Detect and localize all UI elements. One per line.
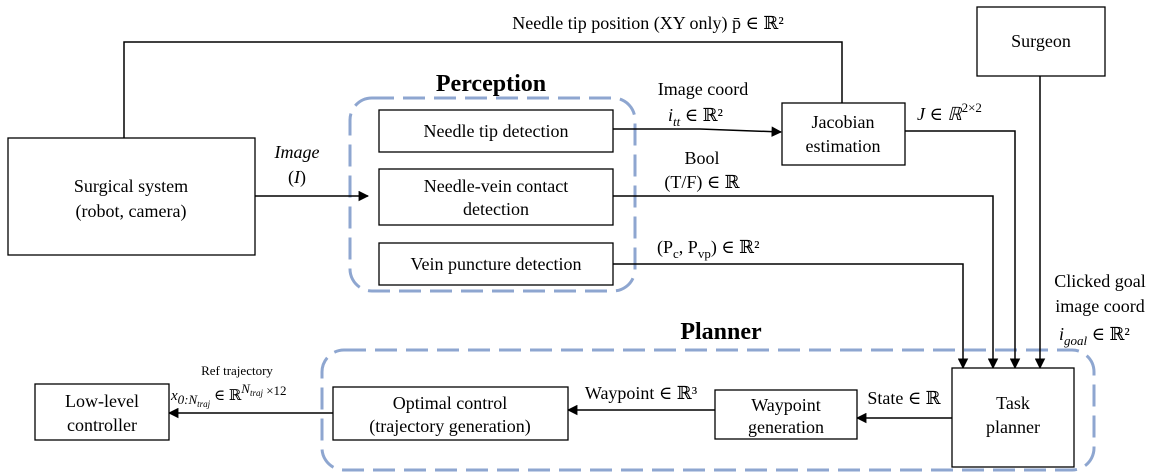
ref-traj-sub: 0:N [178,392,199,407]
perception-title: Perception [436,71,546,97]
jacobian-arrow [905,130,1021,370]
state-label: State ∈ ℝ [867,388,941,408]
planner-title: Planner [680,319,762,345]
clicked-goal-symbol: igoal ∈ ℝ² [1059,324,1130,348]
ref-traj-supsub: traj [250,388,264,398]
needle-tip-detection-label: Needle tip detection [424,121,569,141]
ref-traj-set: ∈ ℝ [210,388,242,404]
surgeon-label: Surgeon [1011,31,1071,51]
puncture-arrow [613,263,969,370]
jacobian-block: Jacobian estimation [781,102,906,166]
waypoint-label: Waypoint ∈ ℝ³ [585,383,698,403]
bool-arrow [613,195,999,370]
image-label: Image [274,142,320,162]
clicked-goal-var: i [1059,324,1064,344]
surgical-system-block: Surgical system (robot, camera) [7,137,256,256]
low-level-sublabel: controller [67,415,137,435]
optimal-control-label: Optimal control [393,393,507,413]
task-planner-sublabel: planner [986,417,1040,437]
contact-detection-label: Needle-vein contact [424,176,568,196]
puncture-detection-label: Vein puncture detection [411,254,582,274]
surgical-system-label: Surgical system [74,176,188,196]
puncture-output-label: (Pc, Pvp) ∈ ℝ² [657,237,760,261]
clicked-goal-label-2: image coord [1055,296,1144,316]
puncture-out-p: (P [657,237,673,258]
ref-trajectory-label: Ref trajectory [201,363,273,378]
bool-set-label: (T/F) ∈ ℝ [664,172,740,193]
bool-label: Bool [684,148,719,168]
needle-tip-position-arrow [123,41,848,138]
clicked-goal-label: Clicked goal [1054,271,1145,291]
jacobian-output-label: J ∈ ℝ2×2 [917,100,982,124]
surgeon-block: Surgeon [976,6,1106,77]
waypoint-generation-sublabel: generation [748,417,824,437]
ref-traj-x: x [170,388,178,404]
ref-trajectory-symbol: x0:Ntraj ∈ ℝNtraj ×12 [170,381,287,409]
optimal-control-block: Optimal control (trajectory generation) [332,386,569,441]
image-coord-label: Image coord [658,79,748,99]
jacobian-label: Jacobian [812,112,875,132]
contact-detection-sublabel: detection [463,199,529,219]
contact-detection-block: Needle-vein contact detection [378,168,614,226]
jacobian-out-sup: 2×2 [962,100,982,115]
puncture-out-c: c [673,246,679,261]
waypoint-generation-block: Waypoint generation [714,389,858,440]
image-coord-arrow [613,126,783,137]
task-planner-block: Task planner [951,367,1075,468]
puncture-out-set: ) ∈ ℝ² [711,237,760,258]
waypoint-generation-label: Waypoint [751,395,821,415]
image-symbol: (I) [288,167,306,188]
puncture-out-p2: , P [679,237,698,257]
jacobian-out-base: J ∈ ℝ [917,104,962,124]
image-symbol-letter: I [293,167,301,187]
ref-traj-sup: N [240,381,251,396]
optimal-control-sublabel: (trajectory generation) [369,416,530,437]
image-coord-symbol: itt ∈ ℝ² [668,105,723,129]
puncture-out-vp: vp [698,246,711,261]
ref-traj-subsub: traj [197,399,211,409]
ref-traj-dim: ×12 [263,383,287,398]
image-coord-sub: tt [673,114,681,129]
needle-tip-position-label: Needle tip position (XY only) p̄ ∈ ℝ² [512,13,783,34]
puncture-detection-block: Vein puncture detection [378,242,614,286]
jacobian-sublabel: estimation [806,136,881,156]
image-coord-var: i [668,105,673,125]
needle-tip-detection-block: Needle tip detection [378,109,614,153]
perception-group [348,96,637,293]
low-level-label: Low-level [65,391,139,411]
image-coord-set: ∈ ℝ² [680,105,723,125]
clicked-goal-set: ∈ ℝ² [1087,324,1130,344]
low-level-controller-block: Low-level controller [34,383,170,441]
surgical-system-sublabel: (robot, camera) [76,201,187,222]
clicked-goal-sub: goal [1064,333,1088,348]
task-planner-label: Task [996,393,1030,413]
